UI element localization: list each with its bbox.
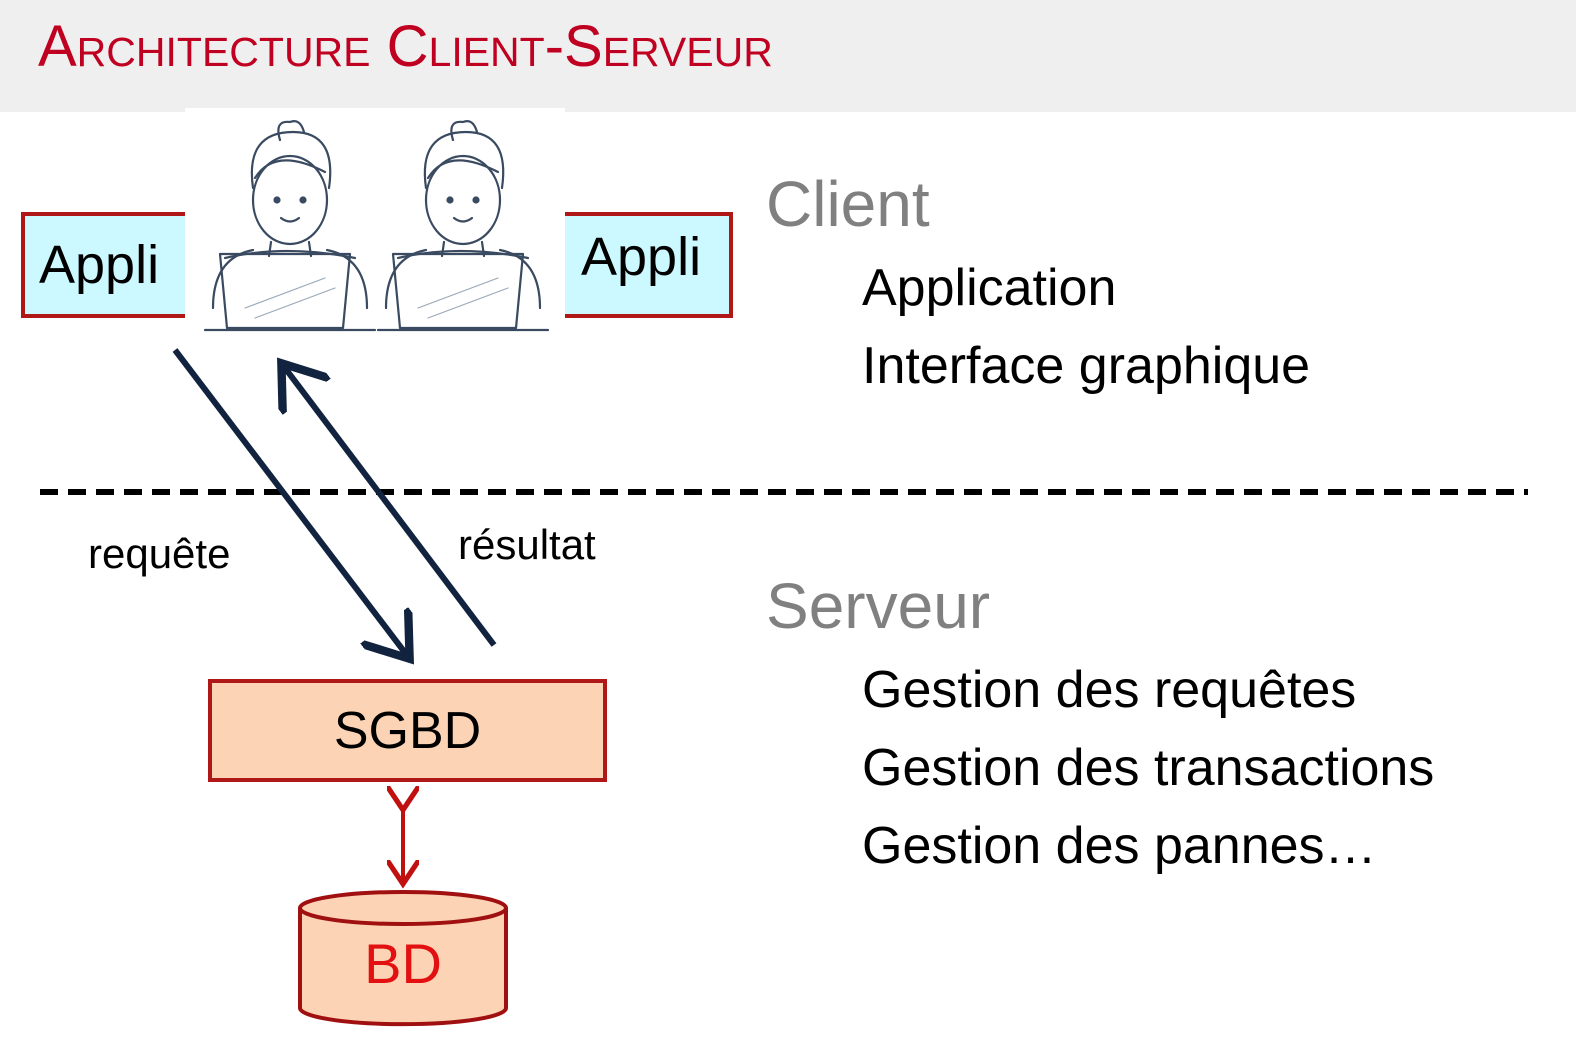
server-desc-line-3: Gestion des pannes… — [862, 817, 1377, 875]
result-label: résultat — [458, 521, 596, 568]
dbms-label: SGBD — [333, 701, 482, 760]
client-desc-line-1: Application — [862, 259, 1117, 317]
slide-title: Architecture Client-Serveur — [38, 14, 773, 79]
request-label: requête — [88, 530, 231, 577]
users-at-laptops-illustration — [203, 120, 550, 332]
title-band — [0, 0, 1576, 112]
request-arrow — [172, 348, 406, 654]
client-app-label-right: Appli — [581, 227, 702, 287]
dbms-box: SGBD — [208, 679, 607, 782]
server-section-title: Serveur — [766, 570, 991, 642]
user-1-icon — [203, 120, 377, 332]
users-illustration — [185, 108, 565, 355]
client-desc-line-2: Interface graphique — [862, 337, 1311, 395]
client-section-title: Client — [766, 168, 930, 240]
database-cylinder-icon — [298, 890, 508, 1027]
client-app-label-left: Appli — [39, 235, 160, 295]
server-desc-line-2: Gestion des transactions — [862, 739, 1435, 797]
user-2-icon — [376, 120, 550, 332]
result-arrow — [285, 368, 497, 647]
database-label: BD — [364, 932, 442, 995]
server-desc-line-1: Gestion des requêtes — [862, 661, 1357, 719]
